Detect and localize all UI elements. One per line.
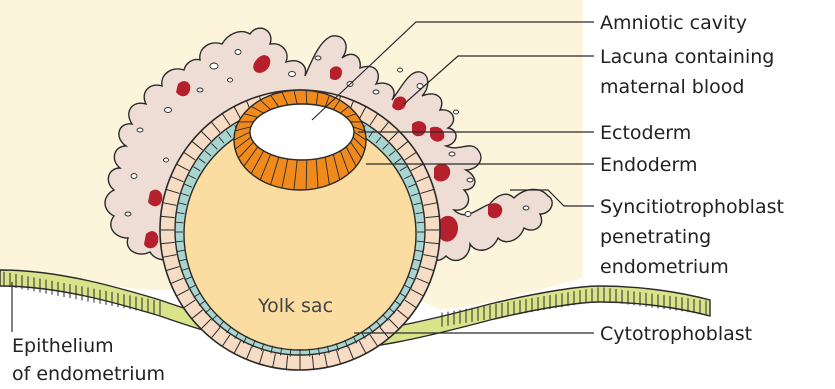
- syncytio-label-line2: penetrating: [600, 226, 711, 248]
- lacuna-label-line1: Lacuna containing: [600, 46, 774, 68]
- amniotic-cavity-label: Amniotic cavity: [600, 12, 747, 34]
- ectoderm-label: Ectoderm: [600, 122, 691, 144]
- yolk-sac-label: Yolk sac: [257, 295, 333, 317]
- endoderm-cell-wall: [175, 222, 183, 223]
- amniotic-cavity: [250, 104, 354, 160]
- endoderm-cell-wall: [309, 349, 310, 357]
- epithelium-label-line1: Epithelium: [12, 335, 114, 357]
- endoderm-cell-wall: [290, 349, 291, 357]
- syncytio-label-line3: endometrium: [600, 256, 729, 278]
- lacuna-label-line2: maternal blood: [600, 76, 744, 98]
- lacuna: [148, 190, 162, 207]
- epithelium-label-line2: of endometrium: [12, 363, 165, 385]
- endoderm-cell-wall: [417, 222, 425, 223]
- endoderm-cell-wall: [175, 241, 183, 242]
- endoderm-label: Endoderm: [600, 154, 697, 176]
- endoderm-cell-wall: [417, 241, 425, 242]
- cytotrophoblast-label: Cytotrophoblast: [600, 323, 752, 345]
- syncytio-label-line1: Syncitiotrophoblast: [600, 196, 784, 218]
